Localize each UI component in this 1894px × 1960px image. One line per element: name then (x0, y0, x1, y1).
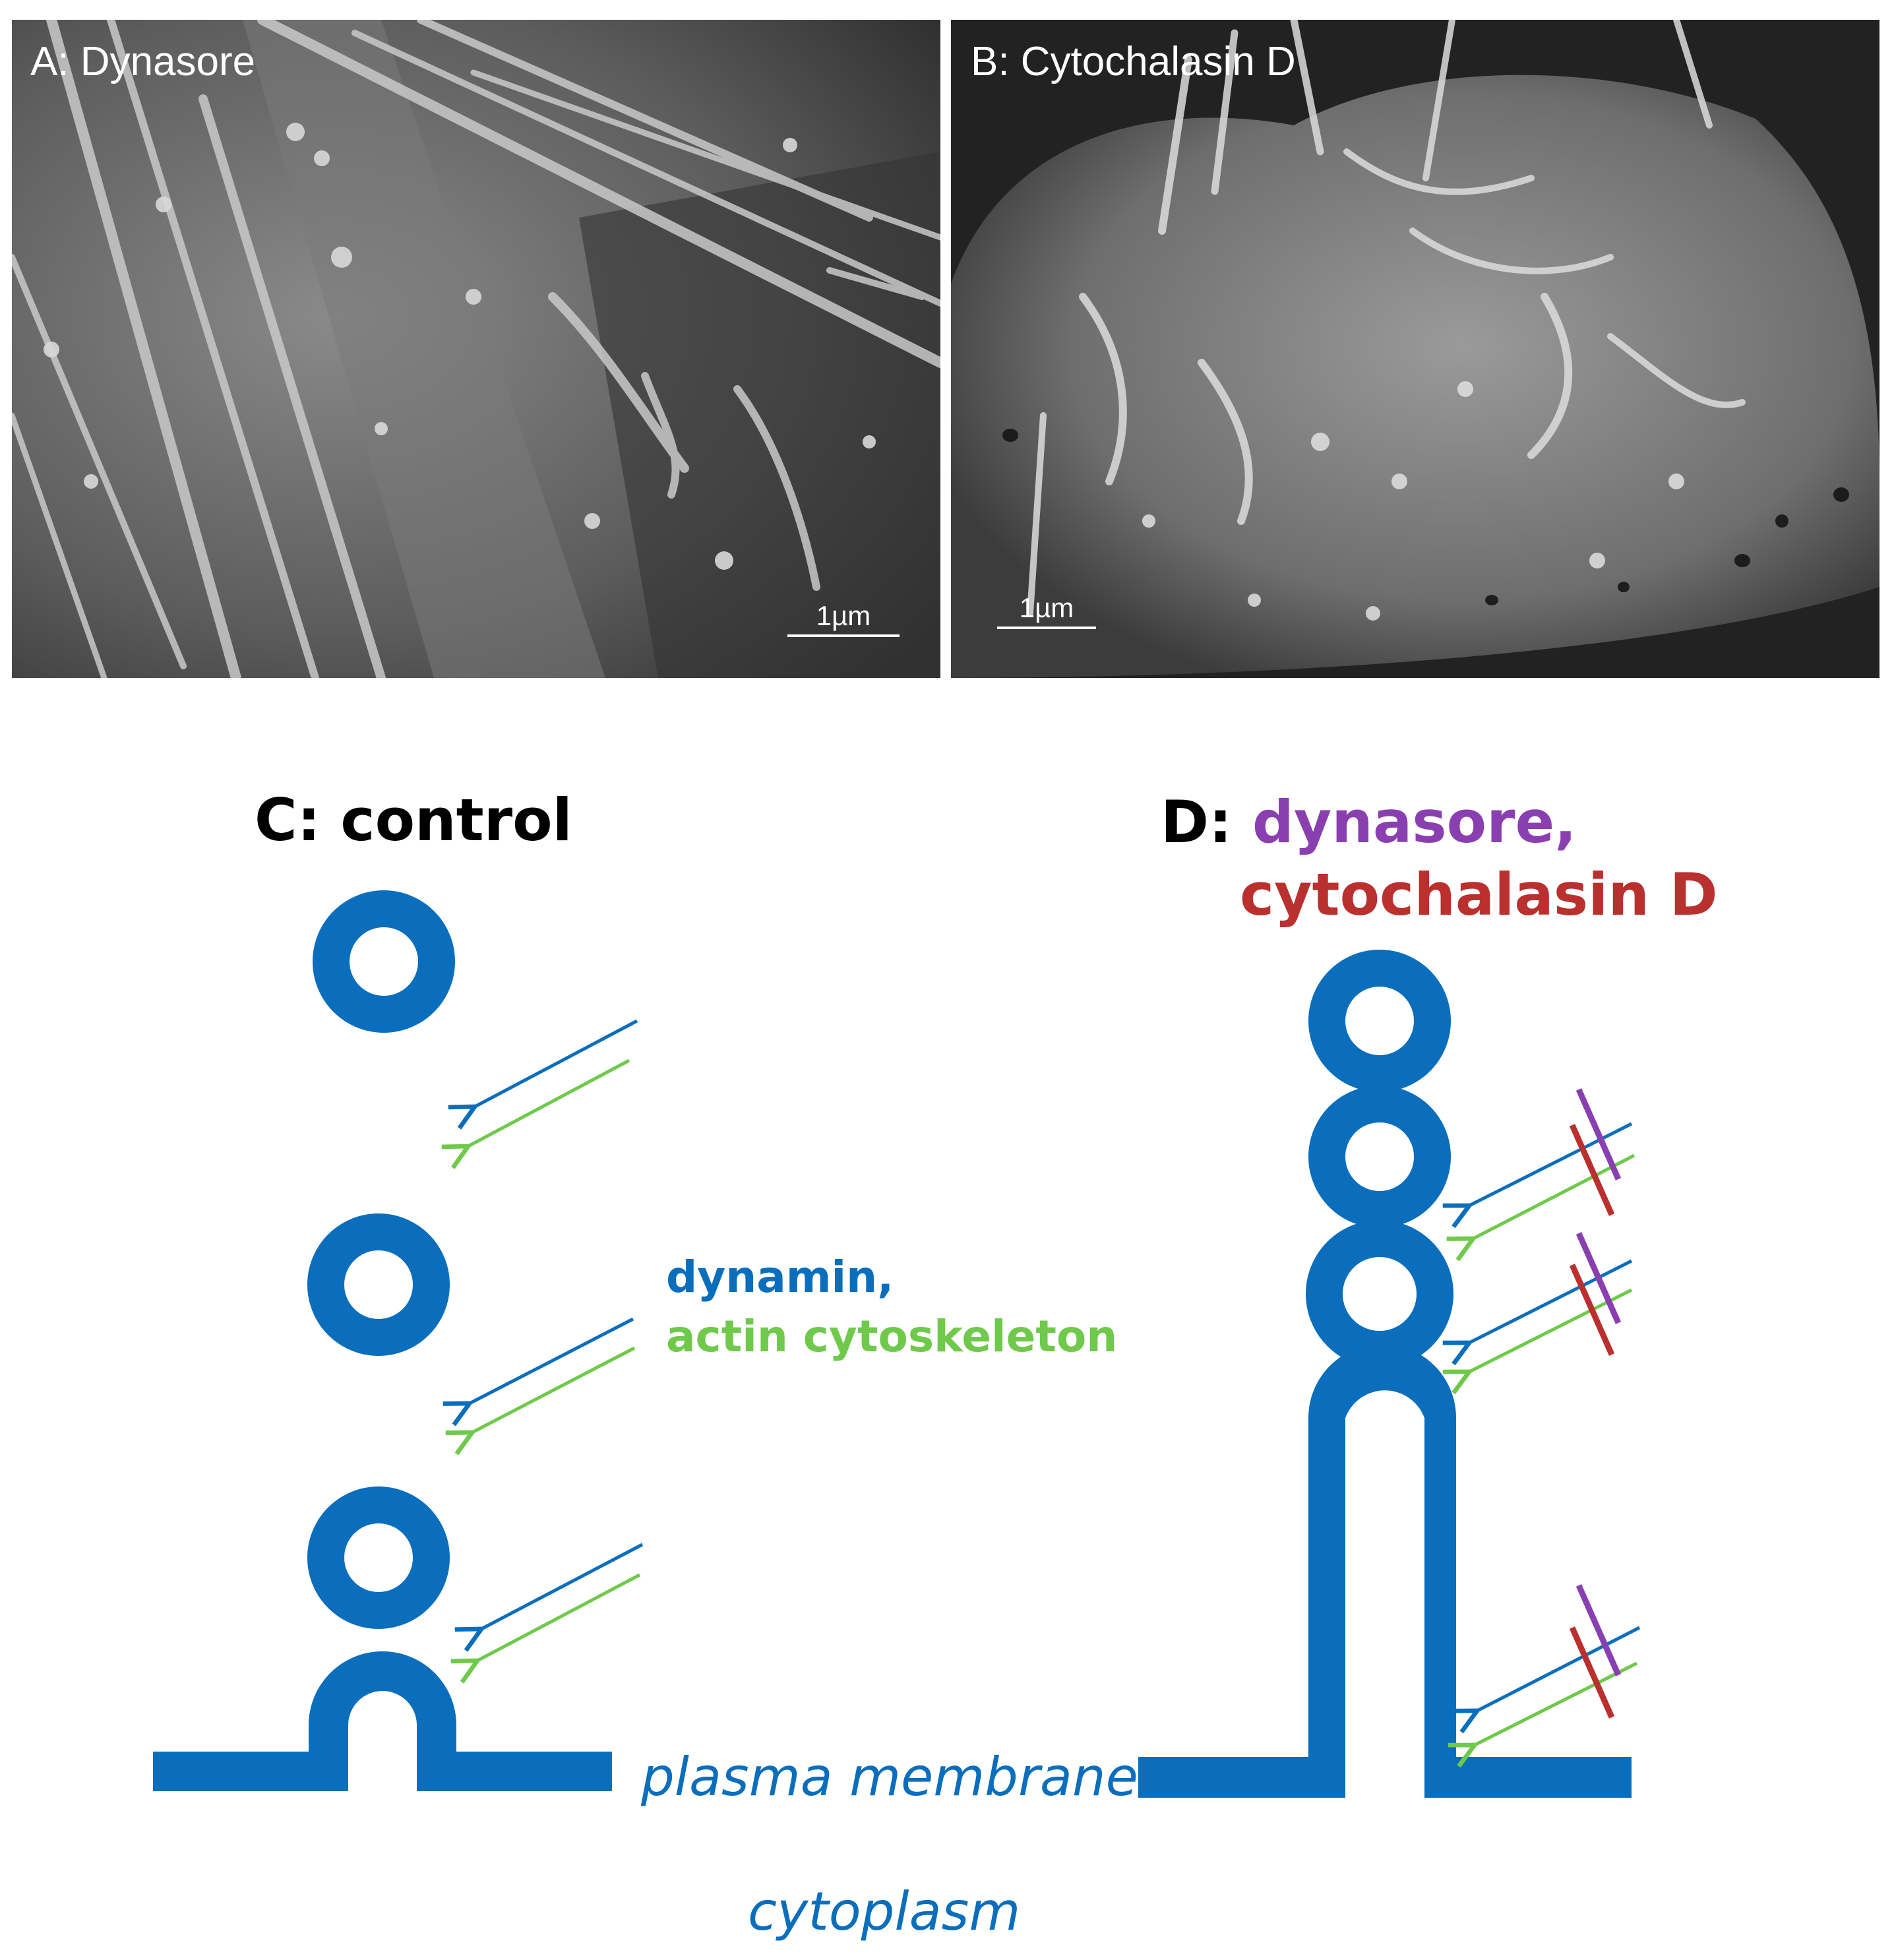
panel-d-dynasore: dynasore, (1252, 788, 1577, 856)
inhibited-arrows (1469, 1122, 1641, 1745)
plasma-membrane-label: plasma membrane (641, 1746, 1138, 1808)
control-arrows (468, 1019, 644, 1661)
cytochalasin-block-3 (1569, 1626, 1615, 1719)
panel-a-label: A: Dynasore (30, 39, 256, 84)
legend-dynamin: dynamin, (666, 1252, 894, 1302)
schematic-svg (153, 890, 1641, 1798)
scale-bar-b-label: 1µm (1019, 592, 1074, 623)
sem-image-a (12, 20, 940, 678)
panel-d-title: D: dynasore, cytochalasin D (1161, 786, 1718, 931)
panel-c-title: C: control (255, 786, 572, 854)
control-membrane (153, 1651, 612, 1791)
schematic-diagram: C: control D: dynasore, cytochalasin D d… (0, 699, 1894, 1960)
scale-bar-b: 1µm (997, 592, 1096, 629)
vesicle-c-2 (307, 1213, 450, 1356)
inhibited-membrane (1138, 1344, 1632, 1798)
dynasore-block-1 (1575, 1088, 1622, 1180)
vesicle-c-3 (307, 1486, 450, 1629)
inhibition-bars (1569, 1088, 1622, 1719)
control-vesicles (307, 890, 455, 1629)
vesicle-d-2 (1308, 1086, 1451, 1228)
dynasore-block-2 (1575, 1232, 1622, 1324)
inhibited-vesicle-chain (1306, 950, 1453, 1368)
scale-bar-b-line (997, 627, 1096, 629)
cytochalasin-block-1 (1569, 1124, 1615, 1216)
sem-panel-b: B: Cytochalasin D 1µm (951, 20, 1879, 678)
scale-bar-a-label: 1µm (816, 600, 871, 631)
vesicle-d-3 (1306, 1220, 1453, 1368)
dynasore-block-3 (1575, 1584, 1622, 1676)
sem-panel-a: A: Dynasore 1µm (12, 20, 940, 678)
scale-bar-a: 1µm (787, 600, 900, 637)
sem-image-b (951, 20, 1879, 678)
panel-b-label: B: Cytochalasin D (971, 39, 1296, 84)
panel-d-prefix: D: (1161, 788, 1233, 856)
scale-bar-a-line (787, 634, 900, 637)
vesicle-d-1 (1308, 950, 1451, 1092)
cytochalasin-block-2 (1569, 1264, 1615, 1356)
cytoplasm-label: cytoplasm (748, 1881, 1021, 1942)
vesicle-c-1 (313, 890, 455, 1033)
panel-d-cytochalasin: cytochalasin D (1240, 861, 1718, 929)
legend-actin: actin cytoskeleton (666, 1311, 1118, 1362)
